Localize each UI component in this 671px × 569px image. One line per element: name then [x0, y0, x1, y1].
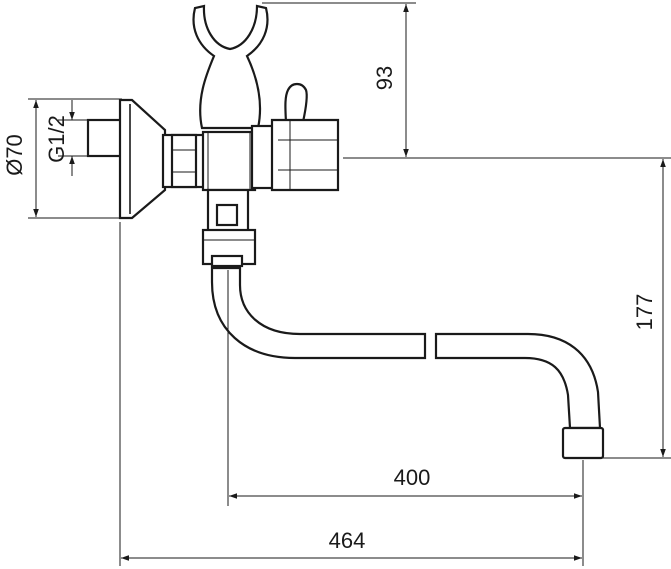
wall-flange — [86, 98, 167, 220]
dimension-label-thread: G1/2 — [44, 115, 69, 163]
hex-nut — [161, 133, 207, 189]
handle-lever — [284, 82, 308, 124]
valve-body — [201, 130, 257, 234]
dimension-label-93: 93 — [372, 66, 397, 90]
valve-cartridge — [250, 118, 340, 192]
dimension-label-diameter: Ø70 — [2, 134, 27, 176]
dimension-label-400: 400 — [394, 465, 431, 490]
aerator — [561, 426, 605, 460]
spout-coupling — [201, 228, 257, 268]
extension-lines — [28, 2, 671, 566]
spout-pipe — [210, 266, 602, 430]
shower-holder — [192, 4, 269, 130]
dimension-lines — [33, 4, 666, 561]
dimension-label-177: 177 — [632, 294, 657, 331]
dimension-label-464: 464 — [329, 528, 366, 553]
